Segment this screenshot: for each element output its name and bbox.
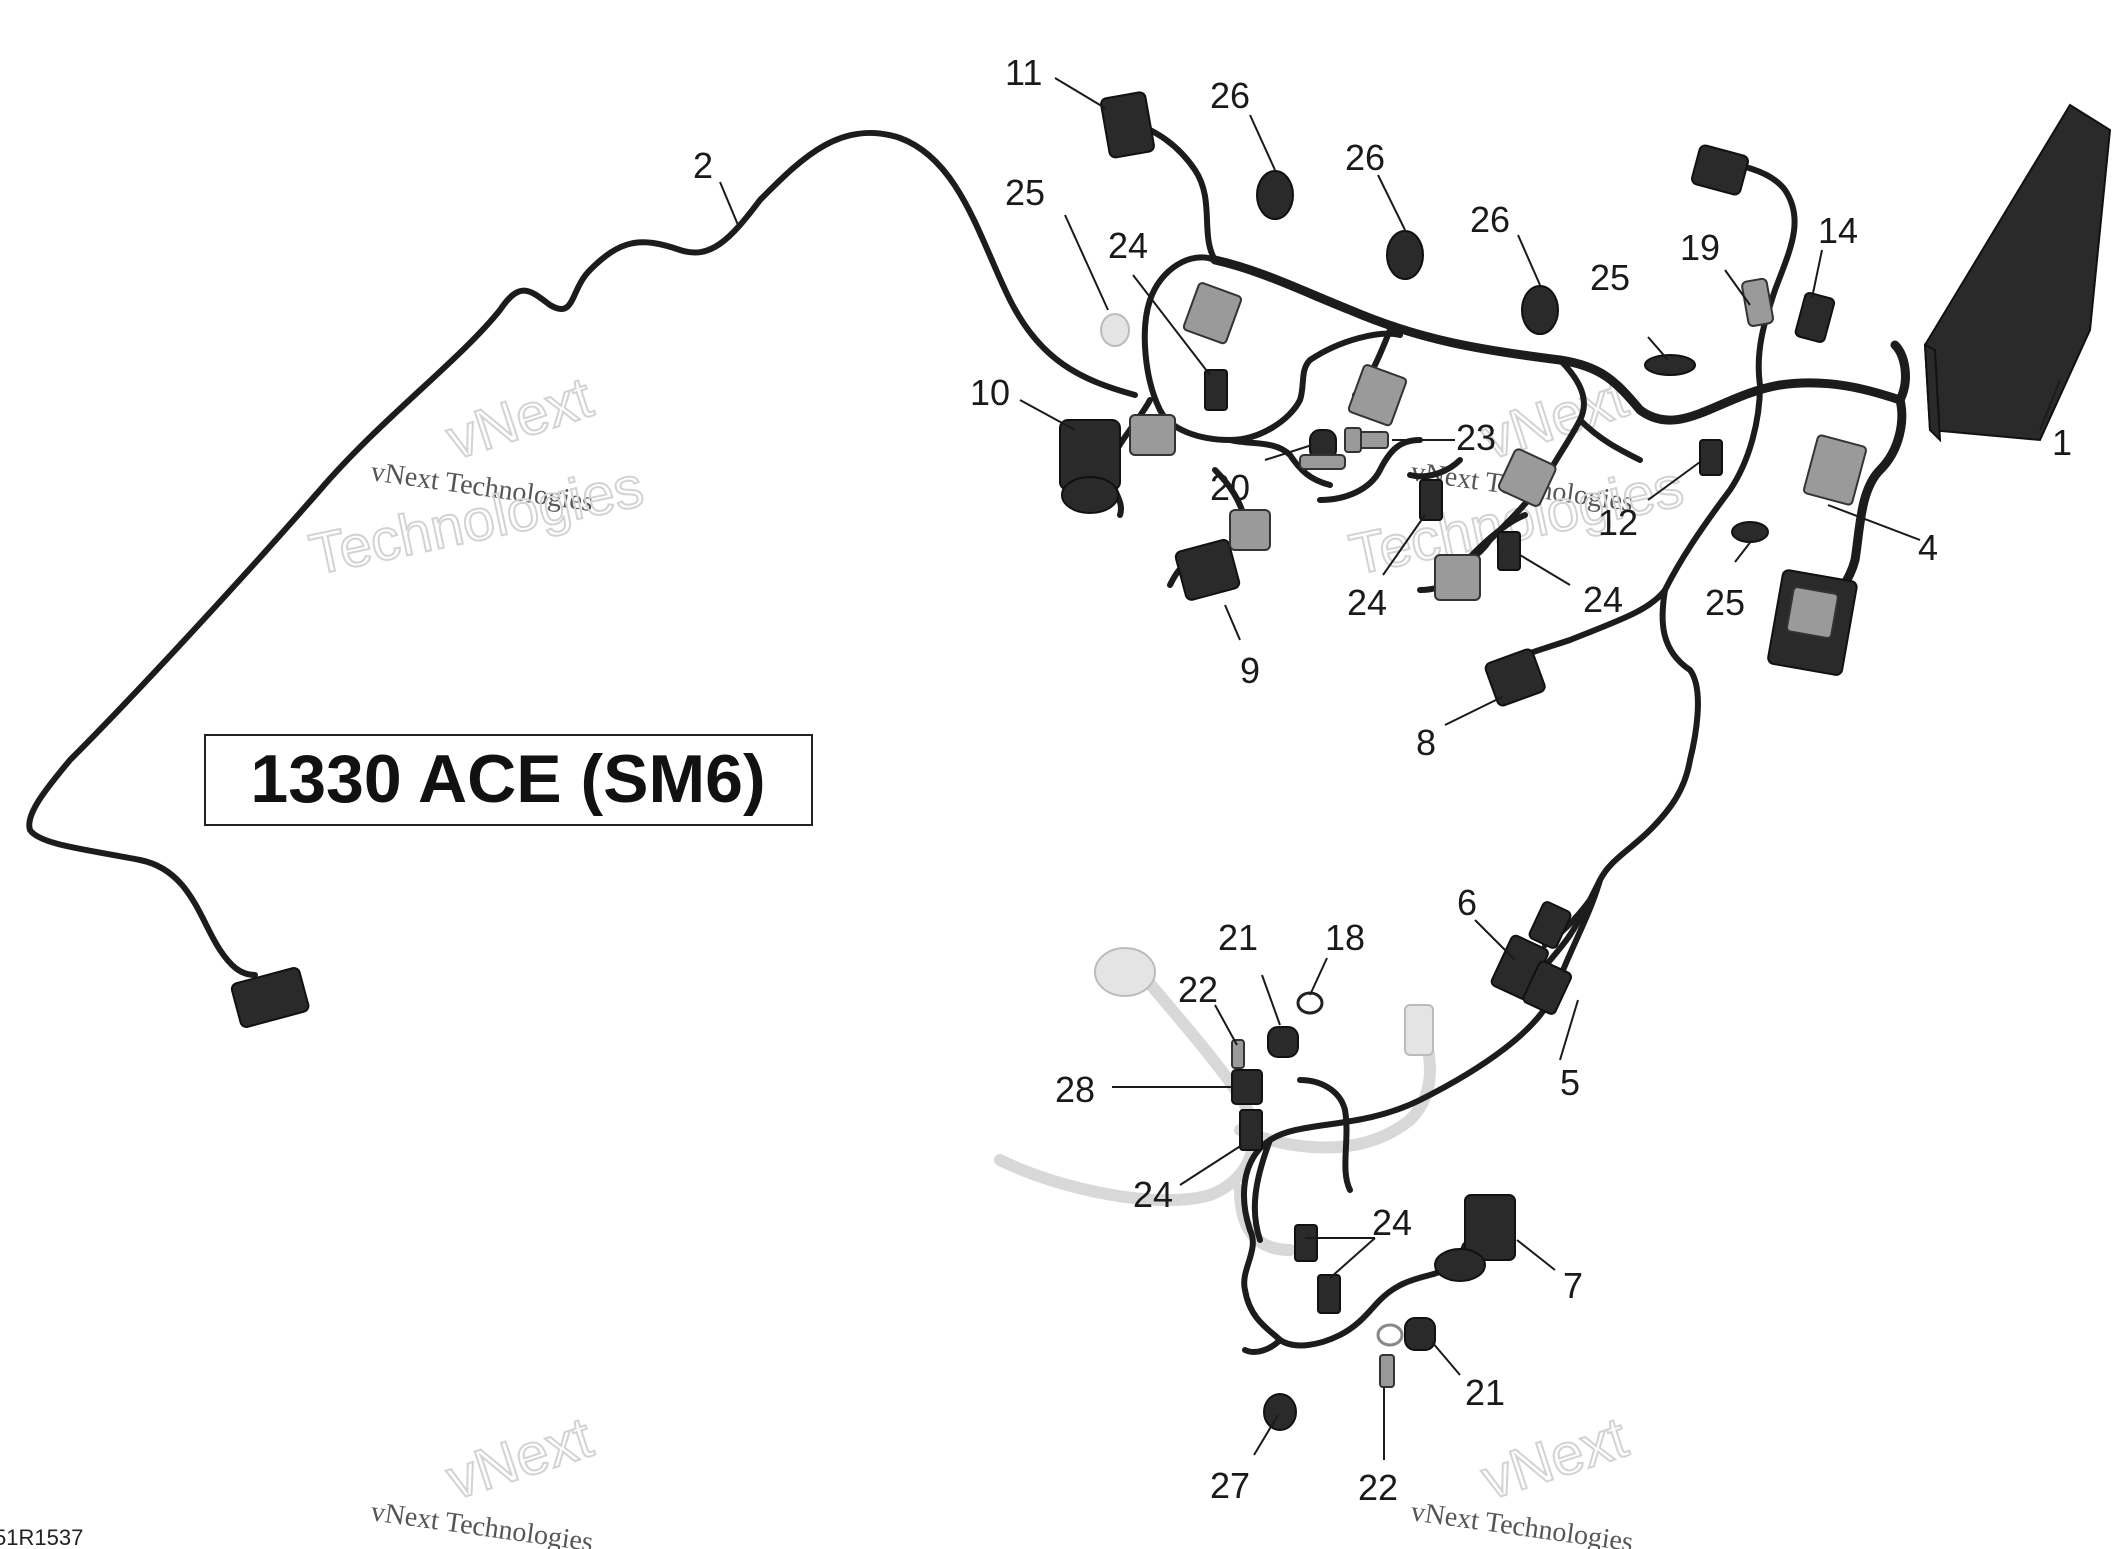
clip-24d	[1239, 1109, 1263, 1151]
clip-26b	[1386, 230, 1424, 280]
connector-10	[1059, 414, 1176, 514]
ghost-harness	[994, 947, 1436, 1256]
bolt-22b	[1379, 1354, 1395, 1388]
fuse-box	[1767, 434, 1868, 676]
connectors-5-6	[1490, 901, 1572, 1015]
model-label: 1330 ACE (SM6)	[204, 734, 813, 826]
connector-9	[1174, 509, 1271, 601]
callout-22-lower: 22	[1358, 1467, 1398, 1508]
callout-28: 28	[1055, 1069, 1095, 1110]
watermark-bottom-left: vNext vNext Technologies	[369, 1404, 601, 1549]
watermark-top-left: vNext vNext Technologies Technologies	[303, 364, 650, 589]
clip-26a	[1256, 170, 1294, 220]
callout-25-right: 25	[1705, 582, 1745, 623]
callout-26-c: 26	[1470, 199, 1510, 240]
tie-25b	[1644, 354, 1696, 376]
bolt-23	[1344, 427, 1389, 453]
callout-10: 10	[970, 372, 1010, 413]
callout-22-upper: 22	[1178, 969, 1218, 1010]
callout-24-mid: 24	[1347, 582, 1387, 623]
connector-7	[1434, 1194, 1516, 1282]
callout-6: 6	[1457, 882, 1477, 923]
callout-9: 9	[1240, 650, 1260, 691]
connector-11	[1100, 91, 1155, 159]
clip-24a	[1204, 369, 1228, 411]
sensor-19	[1741, 277, 1775, 327]
callout-1: 1	[2052, 422, 2072, 463]
callout-18: 18	[1325, 917, 1365, 958]
tie-25c	[1731, 521, 1769, 543]
clip-12	[1699, 439, 1723, 476]
connector-wire-2-end	[230, 967, 310, 1028]
bolt-22a	[1231, 1039, 1245, 1069]
leader-lines	[719, 77, 2061, 1460]
ecm-module	[1923, 103, 2112, 443]
clip-24c	[1497, 531, 1521, 571]
callout-21-lower: 21	[1465, 1372, 1505, 1413]
callout-24-lower-left: 24	[1133, 1174, 1173, 1215]
callout-23: 23	[1456, 417, 1496, 458]
main-trunk	[1210, 255, 1905, 425]
callout-5: 5	[1560, 1062, 1580, 1103]
watermark-line1: vNext	[439, 1405, 600, 1513]
callout-25-top: 25	[1590, 257, 1630, 298]
connector-28	[1231, 1069, 1263, 1105]
callout-2: 2	[693, 145, 713, 186]
callout-27: 27	[1210, 1465, 1250, 1506]
clip-24e	[1294, 1224, 1318, 1262]
figure-id: 51R1537	[0, 1525, 83, 1549]
callout-20: 20	[1210, 467, 1250, 508]
callout-24-lower-right: 24	[1372, 1202, 1412, 1243]
callout-numbers: 1 2 4 5 6 7 8 9 10 11 12 14 18 19 20 21 …	[693, 52, 2072, 1508]
callout-26-a: 26	[1210, 75, 1250, 116]
callout-12: 12	[1598, 502, 1638, 543]
callout-24-right: 24	[1583, 579, 1623, 620]
callout-25-left: 25	[1005, 172, 1045, 213]
callout-4: 4	[1918, 527, 1938, 568]
connector-14	[1794, 291, 1836, 343]
components	[230, 91, 2112, 1431]
callout-24-top: 24	[1108, 225, 1148, 266]
callout-7: 7	[1563, 1265, 1583, 1306]
connector-8	[1484, 648, 1546, 707]
model-label-text: 1330 ACE (SM6)	[250, 741, 765, 817]
plug-27	[1263, 1393, 1297, 1431]
callout-11: 11	[1005, 52, 1042, 93]
clip-24f	[1317, 1274, 1341, 1314]
watermark-bottom-right: vNext vNext Technologies	[1409, 1404, 1636, 1549]
ring-terminal-18	[1296, 991, 1324, 1015]
clip-26c	[1521, 285, 1559, 335]
callout-19: 19	[1680, 227, 1720, 268]
grommet-21b	[1404, 1317, 1436, 1351]
clip-24b	[1419, 479, 1443, 521]
grommet-21a	[1267, 1026, 1299, 1058]
callout-14: 14	[1818, 210, 1858, 251]
watermark-line1: vNext	[1474, 1405, 1635, 1513]
tie-25a	[1100, 313, 1130, 347]
watermark-line2: vNext Technologies	[1409, 1496, 1635, 1549]
wire-2	[26, 130, 1138, 978]
callout-8: 8	[1416, 722, 1436, 763]
watermark-line1: vNext	[439, 365, 600, 473]
callout-21-upper: 21	[1218, 917, 1258, 958]
callout-26-b: 26	[1345, 137, 1385, 178]
